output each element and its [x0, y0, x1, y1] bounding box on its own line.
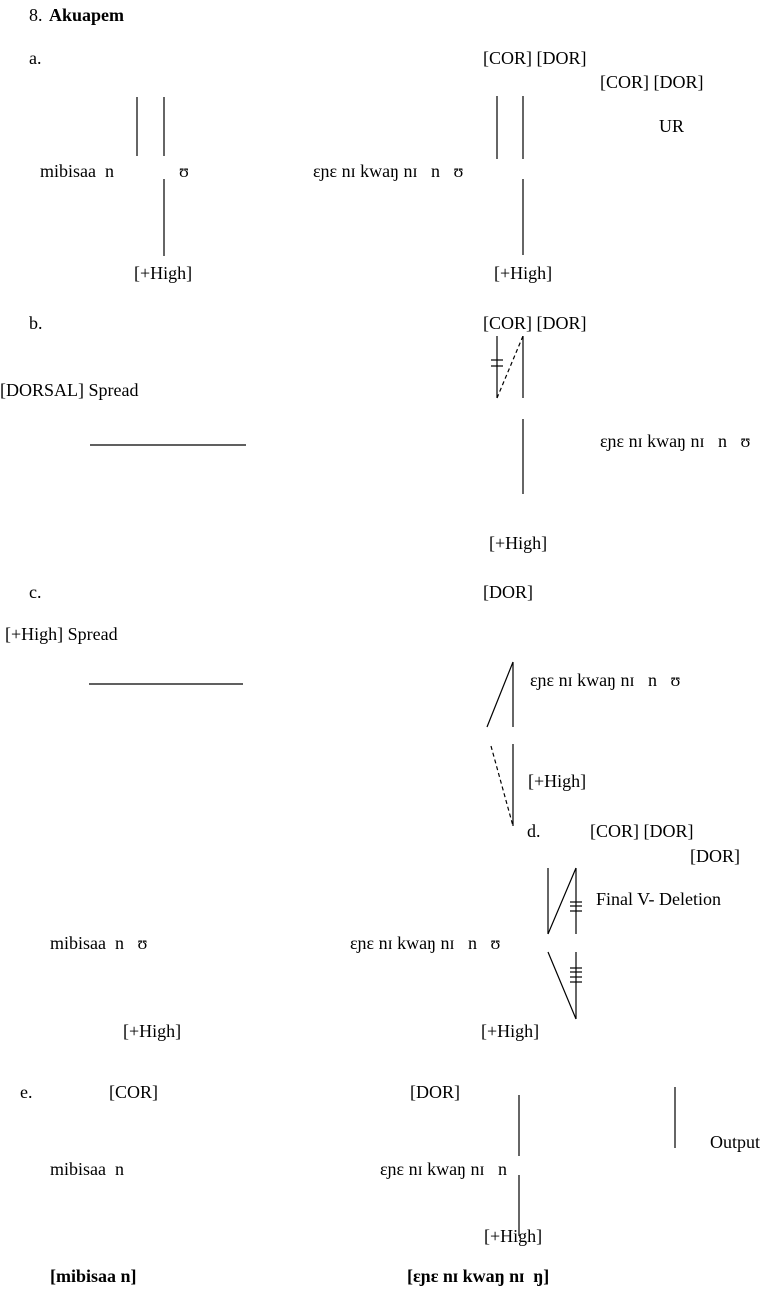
a-high-1: [+High] — [134, 263, 193, 283]
a-word-1-vowel: ʊ — [179, 161, 189, 181]
c-label: c. — [29, 582, 42, 602]
e-features-1: [COR] — [109, 1082, 158, 1102]
b-rule: [DORSAL] Spread — [0, 380, 139, 400]
b-word: ɛɲɛ nɪ kwaŋ nɪ n ʊ — [600, 431, 751, 451]
a-label: a. — [29, 48, 42, 68]
a-high-2: [+High] — [494, 263, 553, 283]
e-stage-label: Output — [710, 1132, 761, 1152]
b-features: [COR] [DOR] — [483, 313, 587, 333]
a-stage-label: UR — [659, 116, 685, 136]
a-features-2: [COR] [DOR] — [600, 72, 704, 92]
c-rule: [+High] Spread — [5, 624, 118, 644]
a-association-lines — [136, 96, 524, 256]
e-word-2: ɛɲɛ nɪ kwaŋ nɪ n — [380, 1159, 508, 1179]
c-high: [+High] — [528, 771, 587, 791]
d-high-1: [+High] — [123, 1021, 182, 1041]
d-high-2: [+High] — [481, 1021, 540, 1041]
e-features-2: [DOR] — [410, 1082, 460, 1102]
example-number: 8. — [29, 5, 43, 25]
e-high: [+High] — [484, 1226, 543, 1246]
c-word: ɛɲɛ nɪ kwaŋ nɪ n ʊ — [530, 670, 681, 690]
e-output-2: [ɛɲɛ nɪ kwaŋ nɪ ŋ] — [407, 1266, 550, 1286]
d-features-2: [DOR] — [690, 846, 740, 866]
e-association-lines — [518, 1087, 676, 1236]
d-label: d. — [527, 821, 541, 841]
e-output-1: [mibisaa n] — [50, 1266, 137, 1286]
d-word-2: ɛɲɛ nɪ kwaŋ nɪ n ʊ — [350, 933, 501, 953]
d-features-1: [COR] [DOR] — [590, 821, 694, 841]
b-high: [+High] — [489, 533, 548, 553]
example-title: Akuapem — [49, 5, 125, 25]
b-association-lines — [90, 335, 524, 494]
b-label: b. — [29, 313, 43, 333]
a-features-1: [COR] [DOR] — [483, 48, 587, 68]
c-features: [DOR] — [483, 582, 533, 602]
a-word-2: ɛɲɛ nɪ kwaŋ nɪ n ʊ — [313, 161, 464, 181]
d-association-lines — [547, 867, 582, 1020]
d-word-1: mibisaa n ʊ — [50, 933, 148, 953]
d-rule: Final V- Deletion — [596, 889, 721, 909]
c-association-lines — [89, 661, 514, 827]
a-word-1: mibisaa n — [40, 161, 114, 181]
e-word-1: mibisaa n — [50, 1159, 124, 1179]
e-label: e. — [20, 1082, 33, 1102]
